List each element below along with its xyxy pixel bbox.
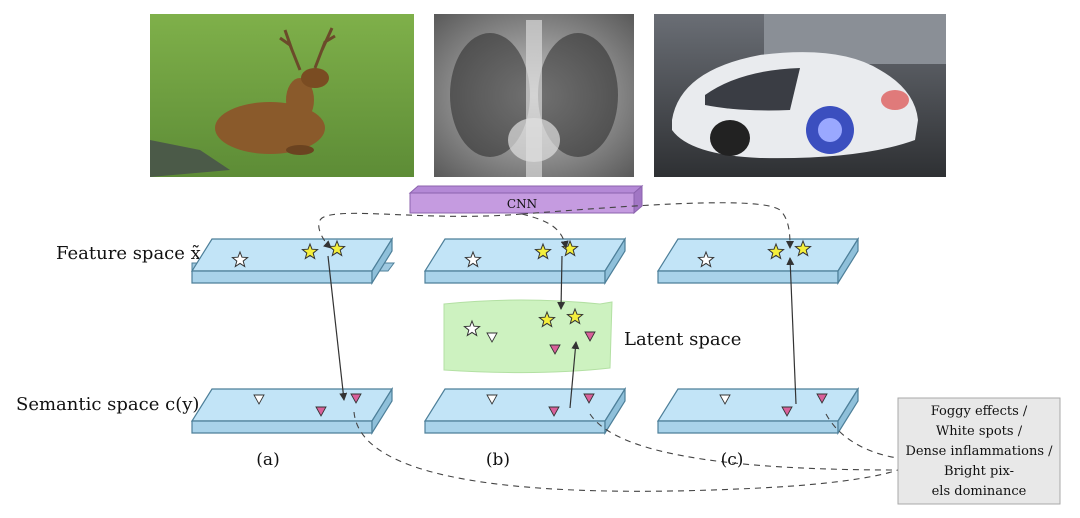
latent-seen-triangle-b (584, 331, 596, 342)
cnn-to-feature-c-dashed-arrow (521, 202, 794, 249)
semantic-plane-c (656, 386, 860, 436)
semantic-space-label: Semantic space c(y) (16, 394, 199, 415)
semantic-plane-a (190, 386, 394, 436)
semantic-seen-triangle-2a (548, 406, 560, 417)
chest-xray-photo (434, 14, 634, 177)
feature-b-to-latent-arrow (557, 255, 566, 310)
note-line-1: Foggy effects / (931, 404, 1028, 419)
semantic-a-to-note-dashed (353, 411, 899, 492)
solid-arrows (327, 255, 797, 409)
semantic-seen-triangle-3a (781, 406, 793, 417)
latent-seen-star-a (538, 310, 556, 328)
feature-seen-star-2a (534, 242, 552, 260)
semantic-unseen-triangle-3 (719, 394, 731, 405)
semantic-seen-triangle-1a (315, 406, 327, 417)
markers-layer (231, 239, 828, 417)
subfigure-label-b: (b) (486, 450, 510, 470)
feature-unseen-star-3 (697, 250, 715, 268)
feature-seen-star-3a (767, 242, 785, 260)
note-line-2: White spots / (936, 424, 1023, 439)
latent-space-label: Latent space (624, 329, 741, 350)
feature-plane-a (190, 236, 395, 286)
feature-unseen-star-1 (231, 250, 249, 268)
latent-unseen-star (463, 319, 481, 337)
cnn-label: CNN (507, 197, 537, 211)
semantic-seen-triangle-1b (350, 393, 362, 404)
note-line-3: Dense inflammations / (905, 444, 1053, 459)
deer-photo (150, 14, 414, 177)
dashed-connectors (318, 202, 899, 492)
feature-seen-star-1a (301, 242, 319, 260)
cnn-block: CNN (408, 184, 644, 215)
subfigure-label-c: (c) (721, 450, 744, 470)
feature-seen-star-3b (794, 239, 812, 257)
latent-unseen-triangle (486, 332, 498, 343)
semantic-b-to-latent-arrow (569, 341, 580, 409)
semantic-seen-triangle-3b (816, 393, 828, 404)
concept-car-photo (654, 14, 946, 177)
feature-space-label: Feature space x̃ (56, 243, 201, 264)
feature-plane-b (423, 236, 627, 286)
latent-space-region (443, 299, 613, 374)
semantic-plane-b (423, 386, 627, 436)
latent-seen-triangle-a (549, 344, 561, 355)
note-line-5: els dominance (932, 484, 1027, 499)
feature-plane-c (656, 236, 860, 286)
feature-unseen-star-2 (464, 250, 482, 268)
semantic-seen-triangle-2b (583, 393, 595, 404)
semantic-c-to-feature-c-arrow (786, 257, 797, 405)
semantic-c-to-note-dashed (825, 413, 899, 459)
note-line-4: Bright pix- (944, 464, 1014, 479)
subfigure-label-a: (a) (256, 450, 279, 470)
semantic-b-to-note-dashed (589, 413, 899, 471)
visual-attributes-note: Foggy effects / White spots / Dense infl… (897, 397, 1061, 505)
semantic-unseen-triangle-1 (253, 394, 265, 405)
latent-seen-star-b (566, 307, 584, 325)
semantic-unseen-triangle-2 (486, 394, 498, 405)
feature-a-to-semantic-a-arrow (327, 255, 348, 401)
